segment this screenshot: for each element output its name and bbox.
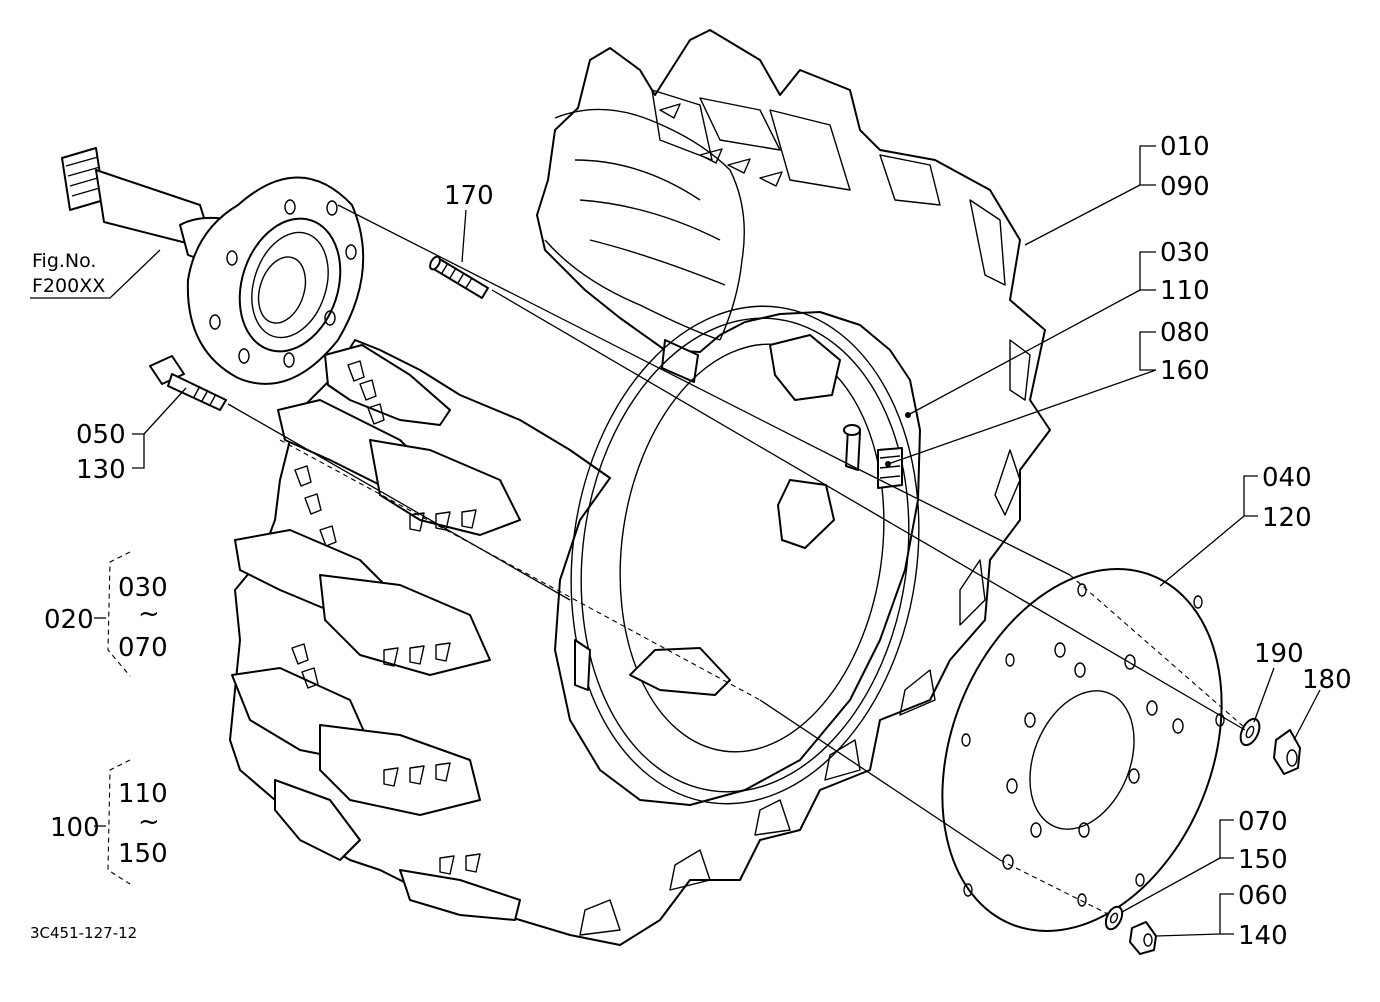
- callout-180: 180: [1302, 665, 1352, 695]
- leader-lines: [30, 145, 1321, 937]
- callout-190: 190: [1254, 639, 1304, 669]
- callout-170: 170: [444, 181, 494, 211]
- callout-030: 030: [1160, 238, 1210, 268]
- group-020-to: 070: [118, 633, 168, 663]
- figure-ref-line1: Fig.No.: [32, 250, 96, 272]
- callout-050: 050: [76, 420, 126, 450]
- tractor-tire: [229, 29, 1051, 946]
- group-020-label: 020: [44, 605, 94, 635]
- group-100-tilde: ~: [138, 807, 160, 837]
- figure-ref-line2: F200XX: [32, 275, 105, 297]
- callout-120: 120: [1262, 503, 1312, 533]
- group-020-from: 030: [118, 573, 168, 603]
- group-100-to: 150: [118, 839, 168, 869]
- wheel-hub-flange: [186, 176, 365, 385]
- t-bolt: [149, 355, 227, 411]
- callout-labels: 010 090 030 110 080 160 170 Fig.No. F200…: [30, 132, 1352, 951]
- nut-060: [1129, 921, 1157, 955]
- callout-060: 060: [1238, 881, 1288, 911]
- drawing-code: 3C451-127-12: [30, 924, 137, 942]
- callout-070: 070: [1238, 807, 1288, 837]
- group-100-label: 100: [50, 813, 100, 843]
- callout-090: 090: [1160, 172, 1210, 202]
- group-100-from: 110: [118, 779, 168, 809]
- callout-130: 130: [76, 455, 126, 485]
- assembly-lines: [227, 204, 1246, 915]
- wheel-disc: [941, 568, 1225, 932]
- callout-110: 110: [1160, 276, 1210, 306]
- group-020-tilde: ~: [138, 599, 160, 629]
- callout-040: 040: [1262, 463, 1312, 493]
- callout-010: 010: [1160, 132, 1210, 162]
- callout-150: 150: [1238, 845, 1288, 875]
- nut-180: [1273, 729, 1301, 775]
- callout-160: 160: [1160, 356, 1210, 386]
- stud-bolt: [429, 255, 489, 299]
- callout-140: 140: [1238, 921, 1288, 951]
- washer-190: [1239, 717, 1261, 747]
- washer-070: [1104, 905, 1124, 931]
- callout-080: 080: [1160, 318, 1210, 348]
